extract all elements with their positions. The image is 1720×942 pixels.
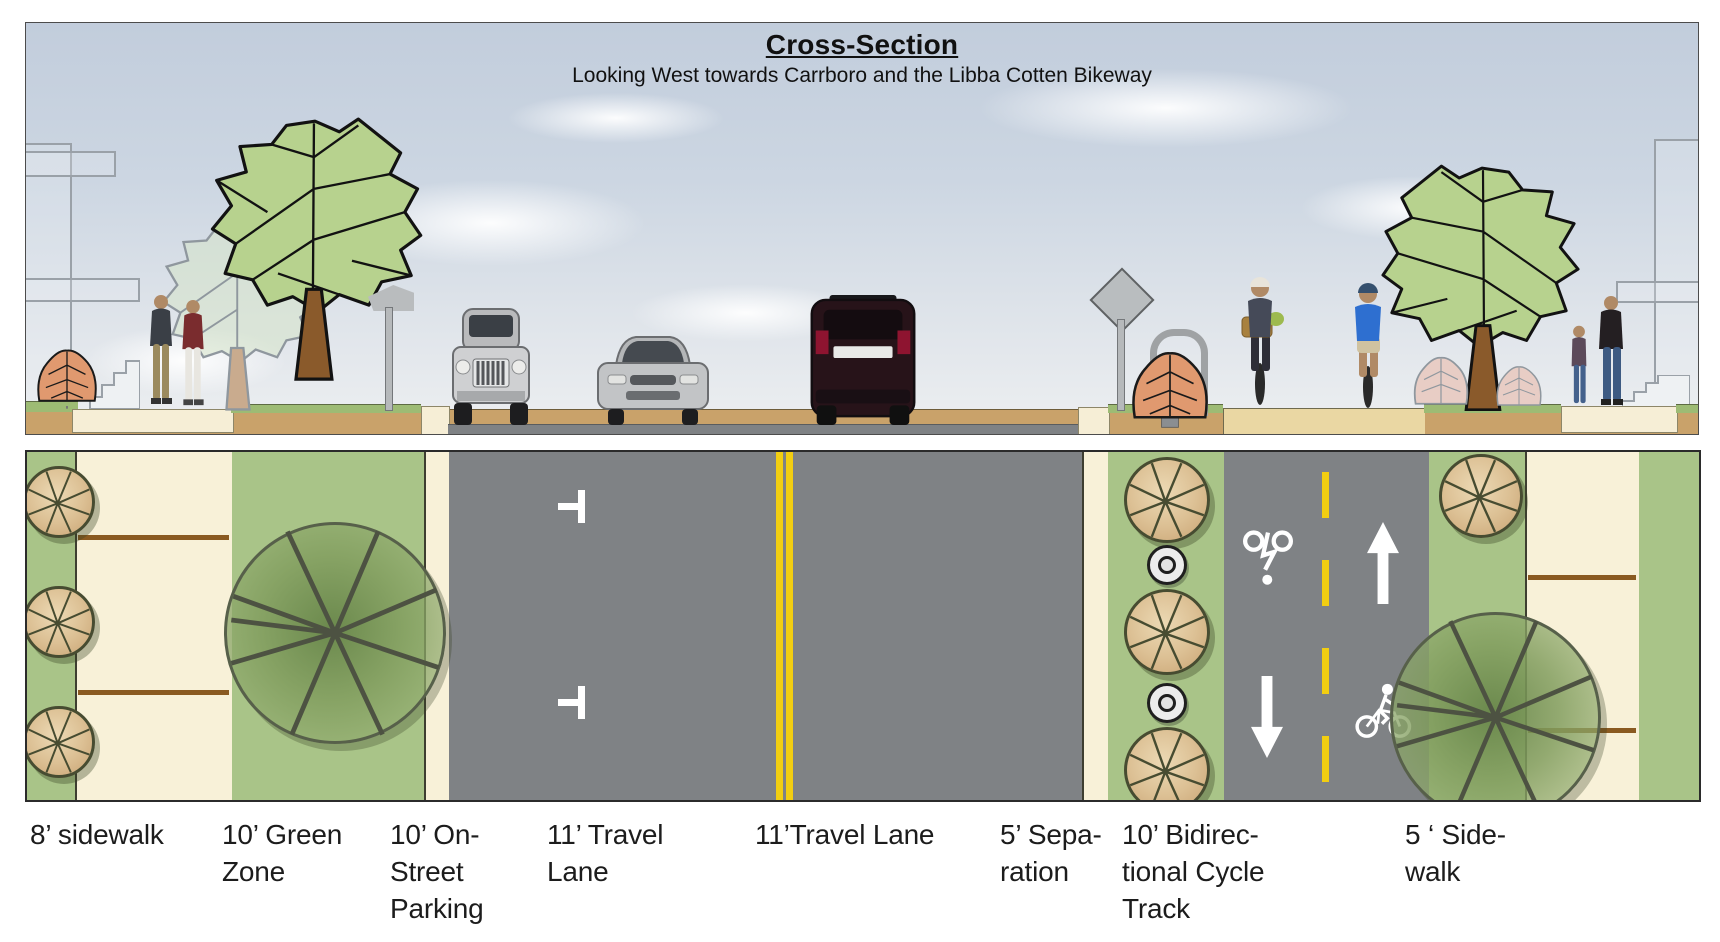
label-line: 10’ Green bbox=[222, 819, 343, 850]
sign-post bbox=[1117, 319, 1125, 411]
label-line: 11’ Travel bbox=[547, 819, 664, 850]
double-yellow-line bbox=[776, 452, 783, 800]
sidewalk-surface-left bbox=[72, 409, 234, 433]
sidewalk-surface-right bbox=[1561, 406, 1678, 433]
parking-t-marking bbox=[558, 699, 580, 706]
page-subtitle: Looking West towards Carrboro and the Li… bbox=[572, 64, 1152, 87]
pedestrian-child bbox=[1571, 325, 1587, 404]
bollard-icon bbox=[1147, 545, 1187, 585]
sidewalk-joint bbox=[78, 690, 229, 695]
zone-label-green-zone: 10’ Green Zone bbox=[222, 816, 342, 890]
cycle-track-surface bbox=[1223, 408, 1425, 434]
label-line: 11’Travel Lane bbox=[755, 819, 935, 850]
zone-label-sidewalk-left: 8’ sidewalk bbox=[30, 816, 164, 853]
sidewalk-joint bbox=[1528, 575, 1636, 580]
street-tree-plan-icon bbox=[27, 466, 95, 538]
plan-sidewalk-left bbox=[75, 452, 236, 800]
zone-label-separation: 5’ Sepa- ration bbox=[1000, 816, 1102, 890]
pedestrian bbox=[182, 299, 204, 406]
label-line: Parking bbox=[390, 893, 484, 924]
canopy-tree-icon bbox=[1381, 164, 1580, 411]
bollard-icon bbox=[1147, 683, 1187, 723]
label-line: Lane bbox=[547, 856, 609, 887]
curb bbox=[1078, 407, 1110, 434]
dashed-yellow-line bbox=[1322, 452, 1329, 800]
grass-strip bbox=[1676, 404, 1698, 413]
car-suv-rear bbox=[810, 295, 916, 426]
parking-t-marking bbox=[578, 490, 585, 523]
plan-green-strip-right bbox=[1639, 452, 1699, 800]
label-line: Street bbox=[390, 856, 464, 887]
label-line: Track bbox=[1122, 893, 1190, 924]
car-suv-front bbox=[452, 308, 530, 425]
grass-strip bbox=[231, 404, 421, 413]
street-tree-plan-icon bbox=[1439, 454, 1523, 538]
road-surface bbox=[448, 424, 1078, 434]
label-line: 10’ On- bbox=[390, 819, 480, 850]
pedestrian bbox=[150, 295, 172, 404]
shrub-icon bbox=[37, 349, 97, 409]
pedestrian bbox=[1599, 296, 1623, 405]
ghost-shrub-icon bbox=[1496, 366, 1542, 406]
zone-label-travel-lane-east: 11’Travel Lane bbox=[755, 816, 935, 853]
curb bbox=[421, 406, 450, 434]
sign-post bbox=[385, 307, 393, 411]
label-line: Zone bbox=[222, 856, 286, 887]
building-awning bbox=[26, 278, 140, 302]
zone-label-sidewalk-right: 5 ‘ Side- walk bbox=[1405, 816, 1506, 890]
double-yellow-line bbox=[786, 452, 793, 800]
cloud bbox=[466, 83, 766, 153]
title-block: Cross-Section Looking West towards Carrb… bbox=[26, 29, 1698, 88]
street-tree-plan-icon bbox=[1124, 727, 1210, 800]
sidewalk-joint bbox=[78, 535, 229, 540]
building-awning bbox=[26, 151, 116, 177]
label-line: tional Cycle bbox=[1122, 856, 1265, 887]
zone-label-travel-lane-west: 11’ Travel Lane bbox=[547, 816, 663, 890]
street-tree-plan-icon bbox=[1124, 457, 1210, 543]
building-outline-right bbox=[1654, 139, 1698, 415]
page-title: Cross-Section bbox=[765, 29, 959, 60]
cloud bbox=[906, 53, 1426, 163]
label-line: 5’ Sepa- bbox=[1000, 819, 1102, 850]
zone-label-parking: 10’ On- Street Parking bbox=[390, 816, 484, 927]
plan-view bbox=[25, 450, 1701, 802]
elevation-view: Cross-Section Looking West towards Carrb… bbox=[25, 22, 1699, 435]
zone-label-cycle-track: 10’ Bidirec- tional Cycle Track bbox=[1122, 816, 1265, 927]
cyclist bbox=[1241, 277, 1284, 405]
car-sedan-front bbox=[597, 336, 709, 425]
shrub-icon bbox=[1132, 352, 1208, 428]
street-tree-plan-icon bbox=[27, 586, 95, 658]
street-tree-plan-icon bbox=[1124, 589, 1210, 675]
building-awning bbox=[1616, 281, 1698, 303]
cyclist bbox=[1355, 283, 1381, 408]
parking-t-marking bbox=[558, 503, 580, 510]
street-tree-plan-icon bbox=[27, 706, 95, 778]
label-line: 10’ Bidirec- bbox=[1122, 819, 1259, 850]
label-line: 8’ sidewalk bbox=[30, 819, 164, 850]
ghost-shrub-icon bbox=[1413, 356, 1469, 405]
plan-roadway bbox=[449, 452, 1082, 800]
label-line: ration bbox=[1000, 856, 1069, 887]
label-line: walk bbox=[1405, 856, 1461, 887]
stairs-icon bbox=[1622, 375, 1690, 412]
canopy-tree-plan-icon bbox=[1390, 612, 1601, 800]
parking-t-marking bbox=[578, 686, 585, 719]
canopy-tree-icon bbox=[210, 117, 423, 381]
canopy-tree-plan-icon bbox=[224, 522, 446, 744]
bike-symbol-icon bbox=[1243, 530, 1293, 585]
label-line: 5 ‘ Side- bbox=[1405, 819, 1506, 850]
